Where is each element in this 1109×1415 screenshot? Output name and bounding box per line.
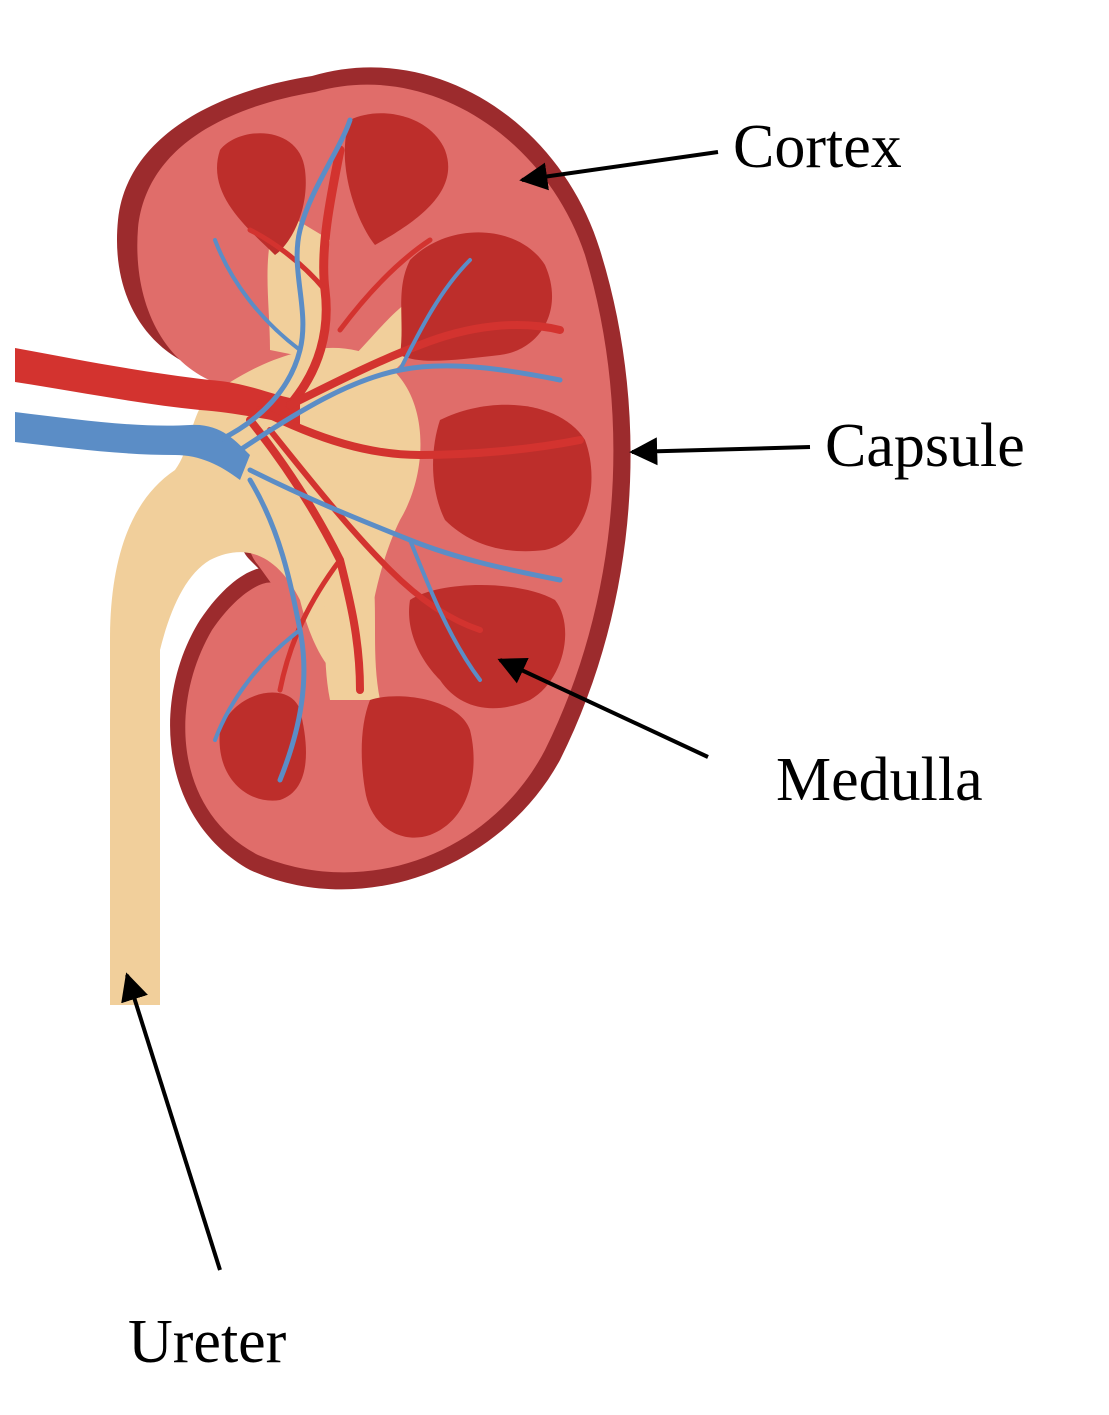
artery-branches	[246, 145, 584, 694]
kidney	[15, 67, 631, 1005]
vein-branches	[213, 117, 563, 783]
calyx-lower	[320, 560, 380, 700]
pointer-arrows	[121, 150, 811, 1271]
pyramid-4	[433, 404, 592, 552]
renal-vein	[15, 412, 250, 480]
cortex-arrow	[519, 150, 719, 191]
pyramid-7	[361, 696, 474, 838]
renal-artery	[15, 348, 300, 425]
capsule-arrow	[629, 437, 811, 466]
label-ureter: Ureter	[128, 1308, 287, 1376]
medulla-arrow	[497, 657, 709, 759]
label-capsule: Capsule	[825, 412, 1025, 480]
label-medulla: Medulla	[776, 746, 983, 814]
label-cortex: Cortex	[733, 113, 902, 181]
pyramid-1	[217, 133, 306, 255]
ureter-arrow	[121, 972, 222, 1271]
pyramid-2	[344, 113, 449, 245]
